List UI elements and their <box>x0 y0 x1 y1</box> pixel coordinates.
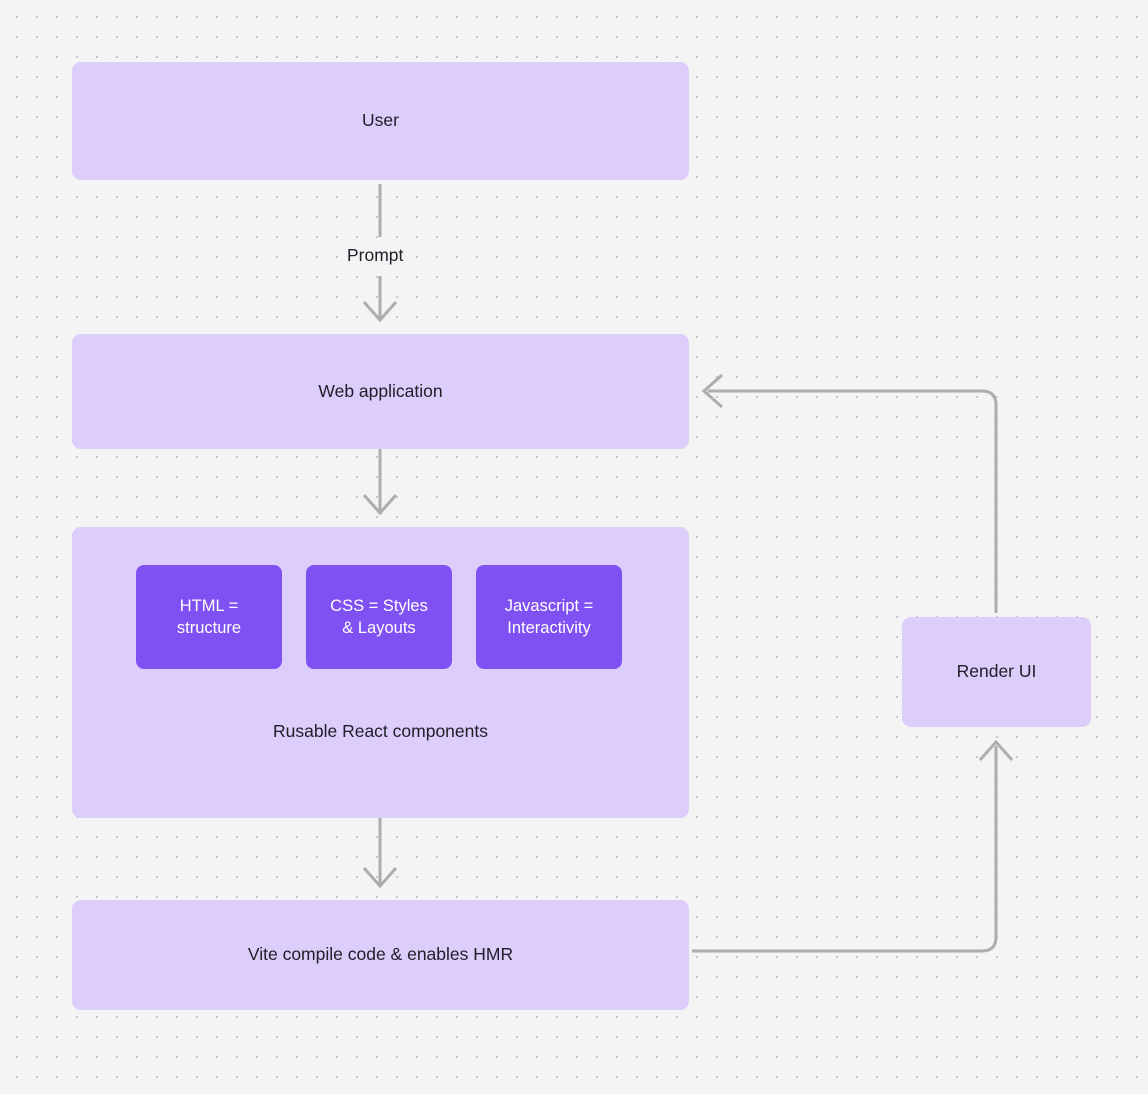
node-user[interactable]: User <box>72 62 689 180</box>
edge-render-to-web <box>708 389 998 613</box>
node-css-box-line1: CSS = Styles <box>330 596 428 615</box>
node-components-group[interactable]: HTML = structure CSS = Styles & Layouts … <box>72 527 689 818</box>
node-render-ui-label: Render UI <box>956 661 1037 682</box>
node-web-application[interactable]: Web application <box>72 334 689 449</box>
node-javascript-box-line2: Interactivity <box>507 619 591 637</box>
node-html-box-line1: HTML = <box>179 596 239 615</box>
edge-user-to-web-arrowhead <box>362 301 398 323</box>
node-html-box-line2: structure <box>176 619 242 637</box>
node-css-box-line2: & Layouts <box>342 619 416 637</box>
node-vite-label: Vite compile code & enables HMR <box>247 944 514 965</box>
node-web-application-label: Web application <box>318 380 443 401</box>
edge-vite-to-render <box>692 746 998 953</box>
node-components-group-label: Rusable React components <box>273 721 488 741</box>
edge-render-to-web-arrowhead <box>701 373 723 409</box>
edge-web-to-components-arrowhead <box>362 494 398 516</box>
node-css-box[interactable]: CSS = Styles & Layouts <box>306 565 452 669</box>
node-render-ui[interactable]: Render UI <box>902 617 1091 727</box>
node-vite[interactable]: Vite compile code & enables HMR <box>72 900 689 1010</box>
edge-label-prompt: Prompt <box>341 245 410 266</box>
node-html-box[interactable]: HTML = structure <box>136 565 282 669</box>
node-javascript-box-line1: Javascript = <box>504 596 594 615</box>
edge-components-to-vite-arrowhead <box>362 867 398 889</box>
edge-vite-to-render-arrowhead <box>978 739 1014 761</box>
node-javascript-box[interactable]: Javascript = Interactivity <box>476 565 622 669</box>
node-user-label: User <box>362 110 399 131</box>
